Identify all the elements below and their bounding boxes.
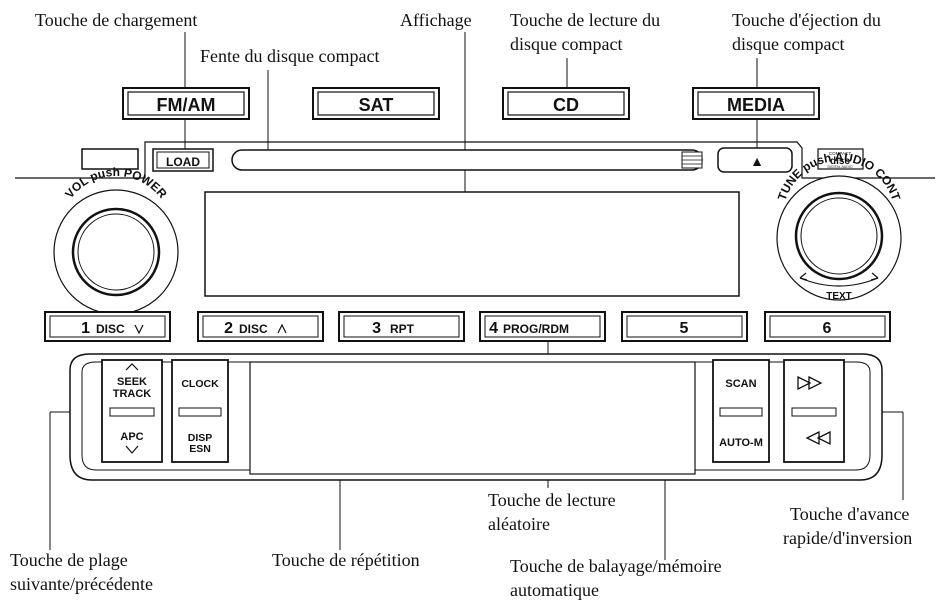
- callout-cd-play-2: disque compact: [510, 34, 622, 54]
- preset-5-number: 5: [680, 320, 689, 337]
- callout-display: Affichage: [400, 10, 472, 30]
- auto-m-label: AUTO-M: [719, 437, 763, 449]
- fm-am-button[interactable]: FM/AM: [122, 87, 250, 120]
- scan-indicator: [719, 407, 763, 417]
- arc-arrow-right-icon: [870, 272, 879, 281]
- load-button[interactable]: LOAD: [152, 148, 214, 172]
- preset-3-button[interactable]: 3 RPT: [338, 311, 465, 342]
- text-label: TEXT: [826, 291, 852, 302]
- clock-indicator: [178, 407, 222, 417]
- preset-3-label: RPT: [390, 322, 415, 336]
- callout-scan-1: Touche de balayage/mémoire: [510, 556, 722, 576]
- scan-label: SCAN: [725, 378, 756, 390]
- clock-label: CLOCK: [181, 378, 219, 390]
- preset-4-button[interactable]: 4 PROG/RDM: [479, 311, 606, 342]
- track-label: TRACK: [113, 388, 152, 400]
- cd-label: CD: [553, 95, 579, 115]
- volume-power-knob[interactable]: VOL push POWER: [53, 165, 179, 315]
- seek-indicator: [109, 407, 155, 417]
- preset-3-number: 3: [372, 320, 381, 337]
- logo-line3: DIGITAL AUDIO: [827, 165, 852, 169]
- arc-arrow-left-icon: [799, 272, 808, 281]
- eject-button[interactable]: ▲: [717, 147, 793, 173]
- tune-audio-knob[interactable]: TUNE push AUDIO CONT TEXT: [775, 150, 904, 302]
- logo-line1: COMPACT: [829, 151, 851, 156]
- preset-2-label: DISC: [239, 322, 268, 336]
- load-label: LOAD: [166, 155, 200, 169]
- preset-2-button[interactable]: 2 DISC: [197, 311, 324, 342]
- callout-load-key: Touche de chargement: [35, 10, 197, 30]
- apc-label: APC: [120, 431, 143, 443]
- preset-4-number: 4: [489, 320, 498, 337]
- callout-eject-1: Touche d'éjection du: [732, 10, 881, 30]
- preset-1-label: DISC: [96, 322, 125, 336]
- preset-1-number: 1: [81, 320, 90, 337]
- faceplate-top-edge: [15, 141, 935, 179]
- seek-label: SEEK: [117, 376, 147, 388]
- cd-slot: [231, 149, 703, 171]
- cd-button[interactable]: CD: [502, 87, 630, 120]
- disp-label: DISP: [188, 432, 213, 444]
- preset-4-label: PROG/RDM: [503, 322, 569, 336]
- preset-6-button[interactable]: 6: [764, 311, 891, 342]
- seek-down-icon: [125, 445, 139, 454]
- blank-button[interactable]: [81, 148, 139, 170]
- preset-5-button[interactable]: 5: [621, 311, 748, 342]
- callout-track-2: suivante/précédente: [10, 574, 153, 594]
- clock-button[interactable]: CLOCK DISP ESN: [171, 359, 229, 463]
- eject-icon: ▲: [750, 153, 764, 169]
- callout-ff-rew-1: Touche d'avance: [790, 504, 909, 524]
- text-arc: [799, 277, 879, 287]
- lower-center-recess: [249, 361, 696, 475]
- scan-auto-m-button[interactable]: SCAN AUTO-M: [712, 359, 770, 463]
- callout-cd-slot: Fente du disque compact: [200, 46, 379, 66]
- media-label: MEDIA: [727, 95, 785, 115]
- callout-track-1: Touche de plage: [10, 550, 128, 570]
- preset-6-number: 6: [823, 320, 832, 337]
- compact-disc-logo: COMPACT disc DIGITAL AUDIO: [817, 148, 864, 170]
- preset-2-number: 2: [224, 320, 233, 337]
- logo-line2: disc: [830, 156, 850, 167]
- sat-button[interactable]: SAT: [312, 87, 440, 120]
- callout-eject-2: disque compact: [732, 34, 844, 54]
- fast-forward-rewind-button[interactable]: [783, 359, 845, 463]
- callout-random-2: aléatoire: [488, 514, 550, 534]
- fast-forward-icon: [797, 375, 823, 391]
- callout-repeat: Touche de répétition: [272, 550, 420, 570]
- disc-up-icon: [277, 323, 287, 334]
- callout-scan-2: automatique: [510, 580, 599, 600]
- display: [204, 191, 740, 297]
- sat-label: SAT: [359, 95, 394, 115]
- seek-up-icon: [125, 363, 139, 371]
- fm-am-label: FM/AM: [157, 95, 216, 115]
- ff-indicator: [791, 407, 837, 417]
- preset-1-button[interactable]: 1 DISC: [44, 311, 171, 342]
- seek-track-button[interactable]: SEEK TRACK APC: [101, 359, 163, 463]
- esn-label: ESN: [189, 443, 211, 455]
- callout-ff-rew-2: rapide/d'inversion: [783, 528, 912, 548]
- callout-random-1: Touche de lecture: [488, 490, 616, 510]
- media-button[interactable]: MEDIA: [692, 87, 820, 120]
- callout-cd-play-1: Touche de lecture du: [510, 10, 660, 30]
- disc-down-icon: [134, 324, 144, 335]
- rewind-icon: [805, 430, 831, 446]
